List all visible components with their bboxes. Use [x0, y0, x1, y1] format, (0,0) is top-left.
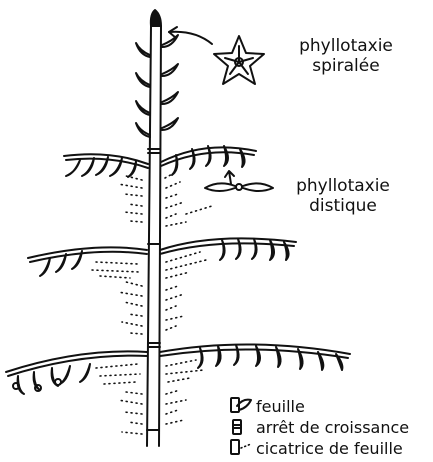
spiral-leaves — [136, 35, 178, 137]
growth-stop-legend-icon — [233, 420, 241, 434]
legend-growth-stop: arrêt de croissance — [256, 419, 409, 437]
branch-tier-2 — [28, 238, 296, 276]
spiral-label-line1: phyllotaxie — [284, 36, 408, 56]
distichous-symbol-icon — [205, 183, 273, 191]
spiral-label-line2: spiralée — [284, 56, 408, 76]
distichous-arrow — [225, 171, 234, 184]
growth-stop-mark — [148, 343, 160, 347]
leaf-scars-1 — [118, 172, 212, 226]
branch-tier-3 — [6, 344, 350, 394]
distichous-label-line1: phyllotaxie — [283, 176, 403, 196]
spiral-label: phyllotaxie spiralée — [284, 36, 408, 76]
leaf-scars-3 — [96, 360, 204, 434]
legend-leaf-scar: cicatrice de feuille — [256, 440, 403, 458]
apical-bud — [151, 10, 161, 26]
distichous-label-line2: distique — [283, 196, 403, 216]
spiral-star-icon — [214, 36, 264, 84]
leaf-scar-legend-icon — [231, 440, 251, 454]
leaf-legend-icon — [231, 398, 251, 412]
legend-leaf: feuille — [256, 398, 305, 416]
distichous-label: phyllotaxie distique — [283, 176, 403, 216]
trunk — [147, 26, 161, 446]
